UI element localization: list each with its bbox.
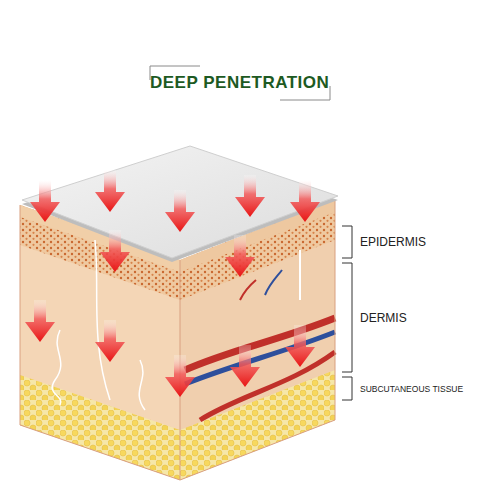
layer-brackets bbox=[342, 226, 352, 400]
title-frame bbox=[150, 66, 330, 100]
patch bbox=[22, 146, 338, 262]
layer-label: SUBCUTANEOUS TISSUE bbox=[360, 384, 463, 394]
penetration-arrows bbox=[25, 170, 320, 397]
layer-label: EPIDERMIS bbox=[360, 235, 426, 249]
layer-label: DERMIS bbox=[360, 311, 407, 325]
hair-follicle bbox=[52, 240, 145, 410]
title: DEEP PENETRATION bbox=[150, 73, 329, 93]
